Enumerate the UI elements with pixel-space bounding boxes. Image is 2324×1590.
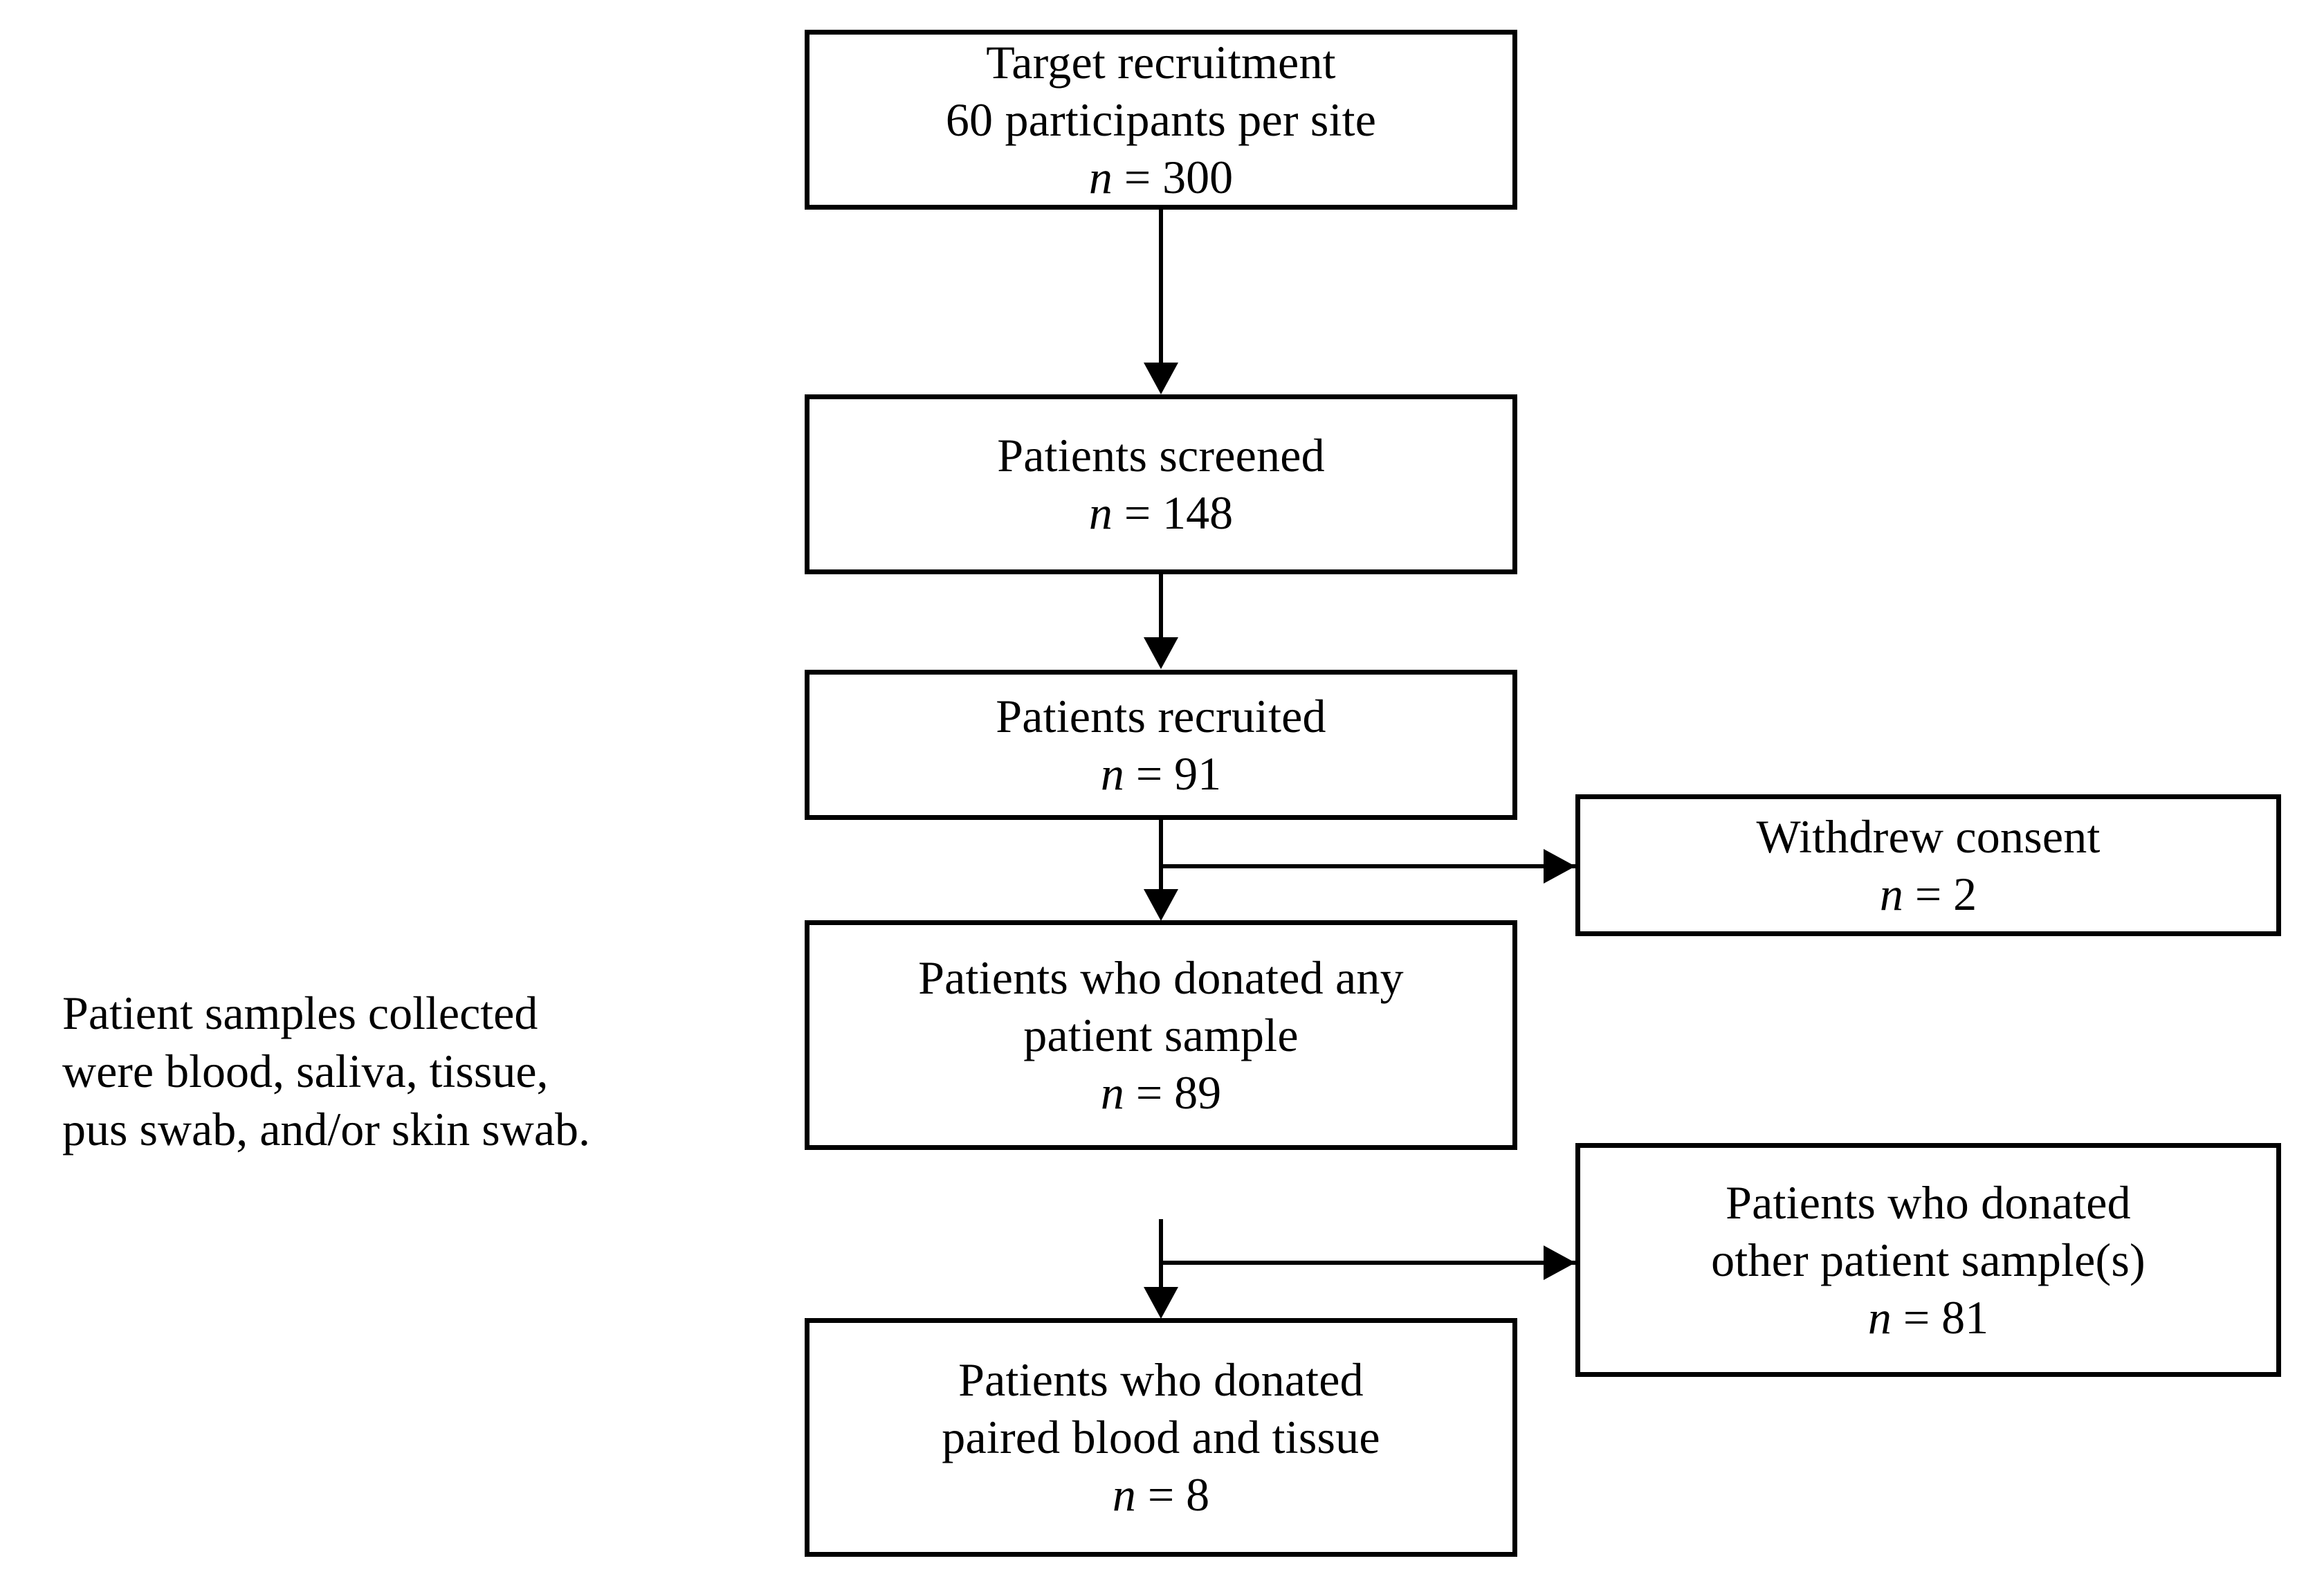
arrowhead-donated-any-to-paired (1144, 1287, 1178, 1319)
n-symbol: n (1100, 747, 1124, 800)
node-donated-paired-blood-tissue[interactable]: Patients who donated paired blood and ti… (805, 1318, 1517, 1557)
node-donated-other-samples[interactable]: Patients who donated other patient sampl… (1575, 1143, 2281, 1377)
node-donated-any-sample[interactable]: Patients who donated any patient sample … (805, 920, 1517, 1150)
n-symbol: n (1100, 1066, 1124, 1119)
node-patients-recruited[interactable]: Patients recruited n = 91 (805, 670, 1517, 820)
n-value: 8 (1186, 1468, 1210, 1521)
node-donated-paired-line1: Patients who donated (958, 1353, 1364, 1406)
node-withdrew-consent-count: n = 2 (1880, 866, 1977, 923)
n-symbol: n (1867, 1290, 1892, 1344)
node-donated-paired-count: n = 8 (1113, 1466, 1209, 1524)
connector-line-donated-any-to-paired (1159, 1219, 1163, 1288)
n-value: 148 (1162, 486, 1234, 539)
n-value: 91 (1174, 747, 1222, 800)
n-symbol: n (1112, 1468, 1136, 1521)
n-symbol: n (1879, 867, 1903, 920)
node-patients-recruited-count: n = 91 (1101, 745, 1221, 803)
n-equals: = (1124, 747, 1175, 800)
n-value: 2 (1953, 867, 1977, 920)
node-donated-any-sample-line2: patient sample (1023, 1008, 1299, 1061)
node-target-recruitment-line1: Target recruitment (986, 35, 1336, 89)
arrowhead-donated-any-to-other (1544, 1245, 1575, 1280)
node-donated-paired-line2: paired blood and tissue (942, 1411, 1380, 1463)
node-withdrew-consent-line1: Withdrew consent (1756, 810, 2101, 863)
node-target-recruitment-line2: 60 participants per site (945, 93, 1377, 146)
sample-types-annotation: Patient samples collected were blood, sa… (62, 987, 591, 1155)
node-patients-screened-line1: Patients screened (997, 429, 1325, 482)
n-equals: = (1112, 150, 1163, 203)
n-equals: = (1124, 1066, 1175, 1119)
arrowhead-recruitment-to-screened (1144, 363, 1178, 394)
arrowhead-recruited-to-donated-any (1144, 889, 1178, 921)
node-target-recruitment[interactable]: Target recruitment 60 participants per s… (805, 30, 1517, 210)
node-donated-other-count: n = 81 (1868, 1289, 1988, 1346)
node-donated-any-sample-line1: Patients who donated any (918, 951, 1404, 1004)
node-donated-any-sample-count: n = 89 (1101, 1064, 1221, 1122)
node-withdrew-consent[interactable]: Withdrew consent n = 2 (1575, 794, 2281, 936)
node-target-recruitment-count: n = 300 (1089, 149, 1233, 206)
connector-line-recruited-to-withdrew (1159, 864, 1575, 868)
connector-line-recruited-to-donated-any (1159, 820, 1163, 890)
connector-line-screened-to-recruited (1159, 574, 1163, 638)
node-donated-other-line1: Patients who donated (1726, 1176, 2131, 1229)
n-symbol: n (1088, 150, 1113, 203)
arrowhead-screened-to-recruited (1144, 637, 1178, 669)
n-value: 300 (1162, 150, 1234, 203)
n-equals: = (1112, 486, 1163, 539)
n-equals: = (1903, 867, 1954, 920)
n-value: 81 (1941, 1290, 1989, 1344)
node-patients-screened-count: n = 148 (1089, 484, 1233, 542)
n-equals: = (1135, 1468, 1187, 1521)
n-symbol: n (1088, 486, 1113, 539)
connector-line-recruitment-to-screened (1159, 210, 1163, 363)
connector-line-donated-any-to-other (1159, 1261, 1575, 1265)
n-equals: = (1891, 1290, 1942, 1344)
arrowhead-recruited-to-withdrew (1544, 849, 1575, 884)
node-patients-screened[interactable]: Patients screened n = 148 (805, 394, 1517, 574)
n-value: 89 (1174, 1066, 1222, 1119)
node-donated-other-line2: other patient sample(s) (1711, 1233, 2145, 1286)
node-patients-recruited-line1: Patients recruited (996, 689, 1326, 742)
